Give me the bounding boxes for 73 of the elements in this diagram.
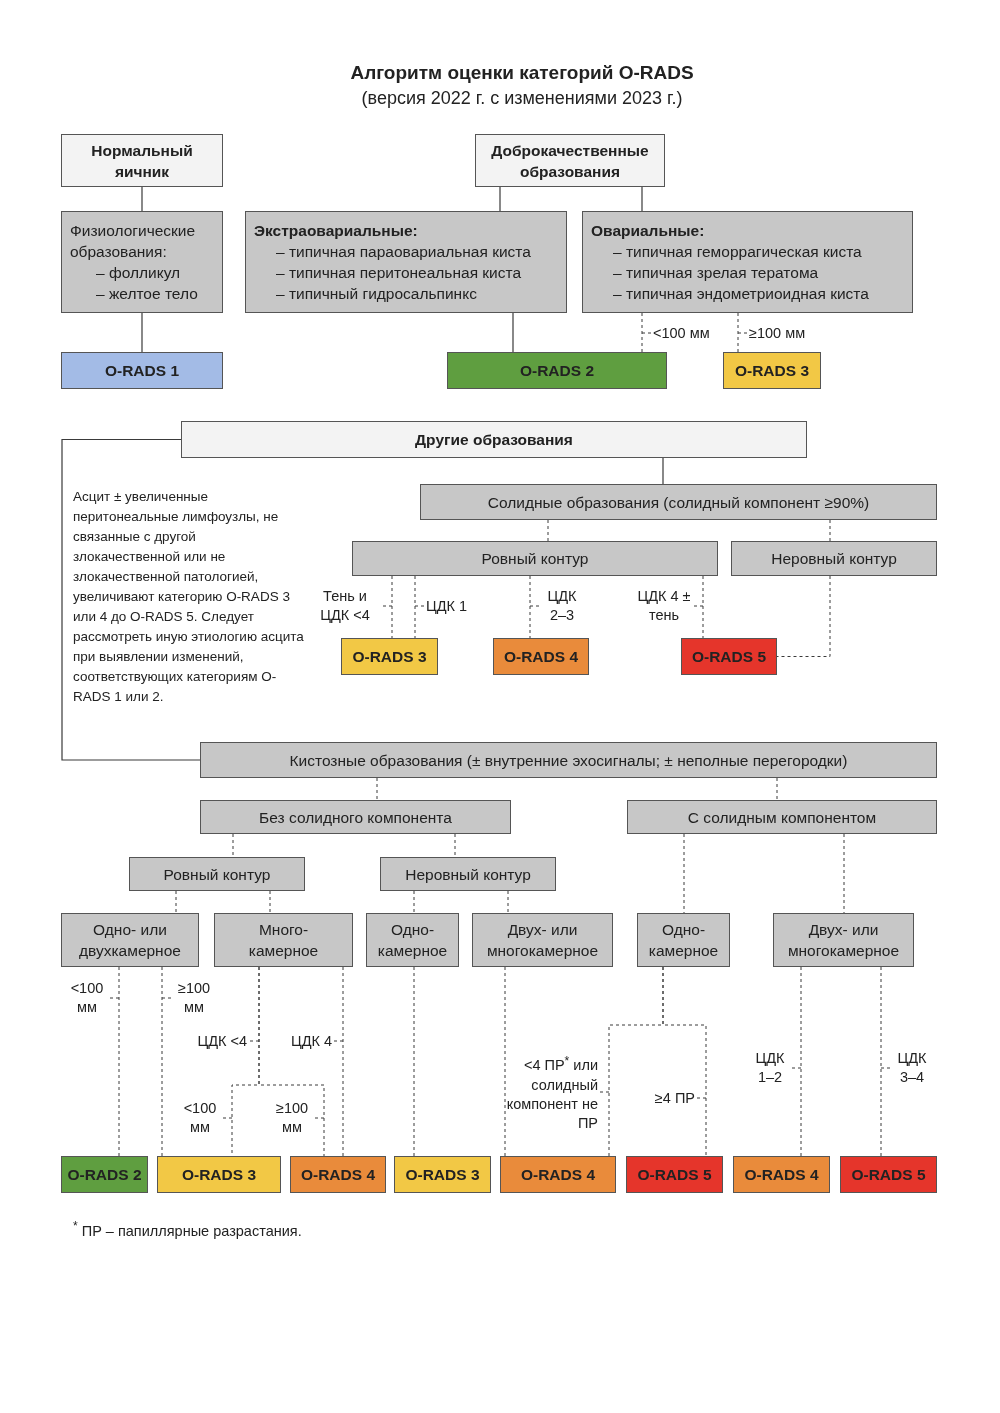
connector-line (829, 519, 831, 542)
branch-line (414, 575, 425, 639)
subtitle: (версия 2022 г. с изменениями 2023 г.) (360, 88, 684, 108)
process-box: Доброкачественные образования (475, 134, 665, 187)
connector-line (141, 312, 143, 353)
note-text: Асцит ± увеличенные перитонеальные лимфоузлы, не связанные с другой злокачественной или не злокачественной патологией, увеличивают категорию O-RADS 3 или 4 до O-RADS 5. Следует рассмотреть иную этиологию асцита при выявлении изменений, соответствующих категориям O-RADS 1 или 2. (73, 488, 305, 706)
category-box: O-RADS 4 (493, 638, 589, 675)
category-box: O-RADS 4 (733, 1156, 830, 1193)
process-box: С солидным компонентом (627, 800, 937, 834)
process-box: Одно- камерное (637, 913, 730, 967)
process-box: Двух- или многокамерное (773, 913, 914, 967)
connector-line (776, 777, 778, 801)
branch-line (258, 966, 325, 1157)
connector-line (61, 438, 201, 761)
process-box: Много- камерное (214, 913, 353, 967)
branch-line (641, 312, 652, 353)
branch-line (791, 966, 802, 1157)
process-box: Ровный контур (129, 857, 305, 891)
category-box: O-RADS 2 (447, 352, 667, 389)
branch-line (662, 966, 707, 1157)
connector-line (413, 890, 415, 914)
footnote: $^{*}$ ПР – папиллярные разрастания. (73, 1218, 302, 1241)
process-box: Одно- или двухкамерное (61, 913, 199, 967)
branch-line (109, 966, 120, 1157)
process-box: Двух- или многокамерное (472, 913, 613, 967)
connector-line (683, 833, 685, 914)
category-box: O-RADS 3 (341, 638, 438, 675)
process-box: Неровный контур (731, 541, 937, 576)
branch-line (880, 966, 891, 1157)
connector-line (499, 186, 501, 212)
category-box: O-RADS 4 (500, 1156, 616, 1193)
process-box: Без солидного компонента (200, 800, 511, 834)
category-box: O-RADS 1 (61, 352, 223, 389)
category-box: O-RADS 4 (290, 1156, 386, 1193)
process-box: Ровный контур (352, 541, 718, 576)
branch-line (693, 575, 704, 639)
connector-line (662, 457, 664, 485)
process-box: Экстраовариальные: – типичная параовариальная киста – типичная перитонеальная киста – типичный гидросальпинкс (245, 211, 567, 313)
connector-line (547, 519, 549, 542)
branch-line (161, 966, 172, 1157)
branch-line (529, 575, 540, 639)
connector-line (507, 890, 509, 914)
category-box: O-RADS 5 (681, 638, 777, 675)
branch-line (333, 966, 344, 1157)
diagram-title: Алгоритм оценки категорий O-RADS (349, 62, 695, 84)
process-box: Другие образования (181, 421, 807, 458)
category-box: O-RADS 5 (626, 1156, 723, 1193)
connector-line (454, 833, 456, 858)
connector-line (413, 966, 415, 1157)
process-box: Одно- камерное (366, 913, 459, 967)
process-box: Солидные образования (солидный компонент ≥90%) (420, 484, 937, 520)
connector-line (512, 312, 514, 353)
connector-line (641, 186, 643, 212)
category-box: O-RADS 3 (394, 1156, 491, 1193)
process-box: Кистозные образования (± внутренние эхосигналы; ± неполные перегородки) (200, 742, 937, 778)
category-box: O-RADS 2 (61, 1156, 148, 1193)
connector-line (232, 833, 234, 858)
connector-line (843, 833, 845, 914)
branch-line (382, 575, 393, 639)
connector-line (269, 890, 271, 914)
process-box: Нормальный яичник (61, 134, 223, 187)
category-box: O-RADS 5 (840, 1156, 937, 1193)
connector-line (376, 777, 378, 801)
connector-line (175, 890, 177, 914)
category-box: O-RADS 3 (157, 1156, 281, 1193)
process-box: Физиологические образования: – фолликул – желтое тело (61, 211, 223, 313)
connector-line (504, 966, 506, 1157)
process-box: Неровный контур (380, 857, 556, 891)
connector-line (776, 575, 831, 657)
process-box: Овариальные: – типичная геморрагическая киста – типичная зрелая тератома – типичная эндометриоидная киста (582, 211, 913, 313)
category-box: O-RADS 3 (723, 352, 821, 389)
branch-line (737, 312, 748, 353)
connector-line (141, 186, 143, 212)
